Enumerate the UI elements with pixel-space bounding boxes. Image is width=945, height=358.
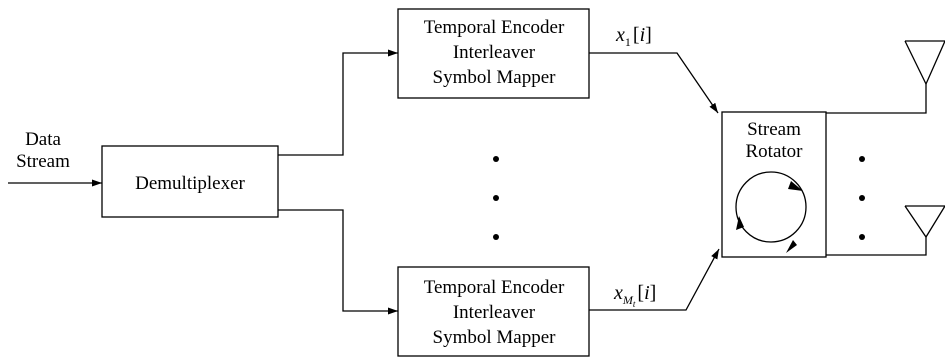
demultiplexer-block: Demultiplexer [101,145,279,218]
antenna-icon-top [904,40,945,86]
rotator-to-antenna-bottom-line [826,237,927,256]
top-encoder-to-rotator-arrow [589,52,719,114]
svg-text:Interleaver: Interleaver [453,42,536,63]
bottom-encoder-to-rotator-arrow [589,248,720,311]
ellipsis-dots-encoders [493,156,499,240]
signal-label-top: x1[i] [615,24,652,49]
svg-text:Stream: Stream [16,151,70,172]
rotator-to-antenna-top-line [826,84,927,114]
rotation-cycle-icon [735,171,807,253]
stream-rotator-block: Stream Rotator [721,111,827,258]
encoder-block-top: Temporal Encoder Interleaver Symbol Mapp… [397,8,590,99]
svg-text:Stream: Stream [747,119,801,140]
svg-text:Symbol Mapper: Symbol Mapper [433,327,557,348]
demultiplexer-label: Demultiplexer [135,173,245,194]
ellipsis-dots-antennas [859,156,865,240]
svg-text:Temporal Encoder: Temporal Encoder [424,277,565,298]
antenna-icon-bottom [904,205,945,239]
encoder-block-bottom: Temporal Encoder Interleaver Symbol Mapp… [397,266,590,357]
svg-text:Temporal Encoder: Temporal Encoder [424,17,565,38]
svg-text:Interleaver: Interleaver [453,302,536,323]
demux-to-top-encoder-arrow [278,49,398,156]
demux-to-bottom-encoder-arrow [278,209,398,315]
svg-text:Data: Data [25,129,61,150]
svg-text:Symbol Mapper: Symbol Mapper [433,67,557,88]
signal-label-bottom: xMt[i] [613,282,656,309]
svg-text:Rotator: Rotator [746,141,804,162]
data-stream-label: Data Stream [16,129,70,172]
